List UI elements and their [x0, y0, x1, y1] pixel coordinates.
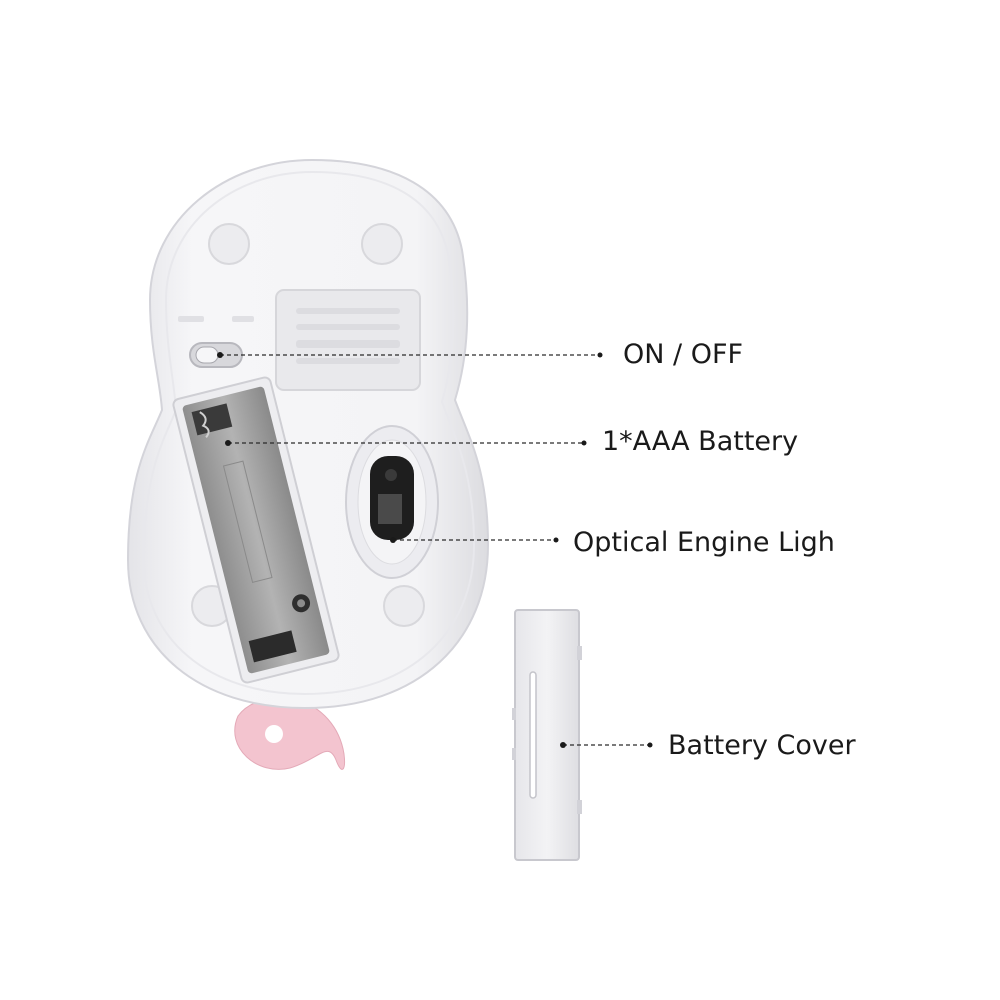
- pink-tail: [234, 698, 345, 770]
- optical-sensor: [345, 425, 439, 579]
- callout-battery: 1*AAA Battery: [602, 426, 799, 457]
- label-plate: [275, 289, 421, 391]
- callout-battery-cover: Battery Cover: [668, 730, 856, 761]
- callout-optical-engine: Optical Engine Ligh: [573, 527, 835, 558]
- leader-dots: [217, 352, 653, 748]
- power-switch: [178, 316, 254, 368]
- mouse-feet: [191, 223, 425, 627]
- leader-lines: [220, 354, 650, 746]
- callout-on-off: ON / OFF: [623, 339, 744, 370]
- battery-cover: [512, 609, 582, 861]
- battery-bay: [172, 376, 340, 684]
